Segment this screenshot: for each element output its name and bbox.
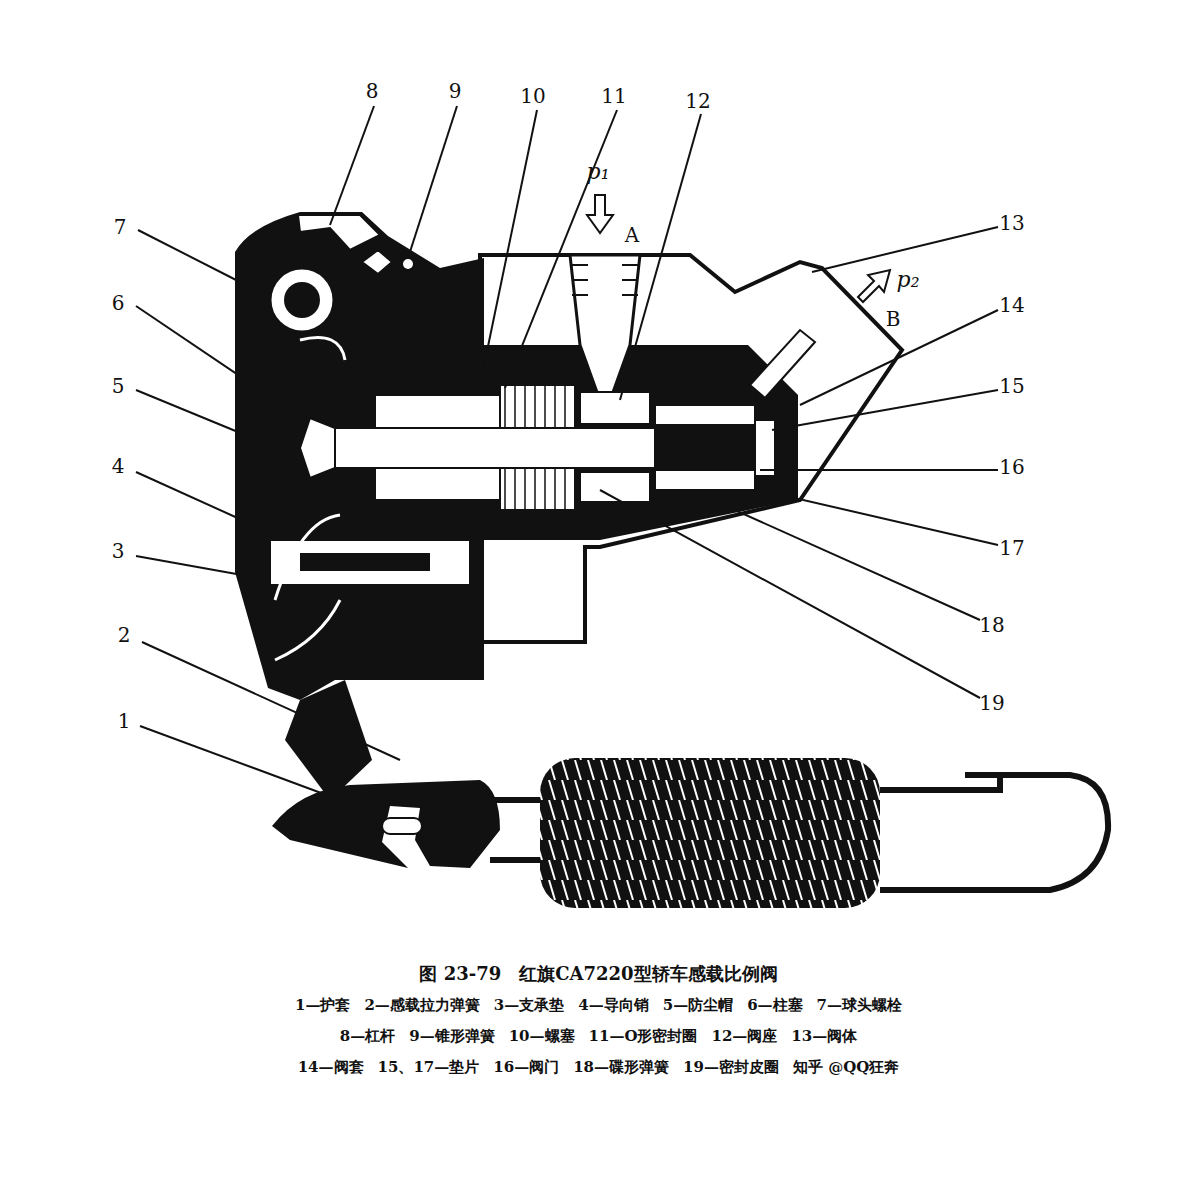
- callout-number: 2: [118, 624, 131, 646]
- callout-number: 12: [685, 90, 710, 112]
- housing-part: [362, 250, 392, 274]
- leader-lines-part: [142, 642, 400, 760]
- callout-number: 15: [999, 375, 1024, 397]
- callout-number: 19: [979, 692, 1004, 714]
- callout-number: 8: [366, 80, 379, 102]
- part-name: 9—锥形弹簧: [409, 1027, 494, 1046]
- callout-number: 14: [999, 294, 1024, 316]
- callout-number: 4: [112, 455, 125, 477]
- leader-lines-part: [136, 472, 242, 520]
- housing-part: [270, 540, 470, 585]
- callout-number: 7: [114, 216, 127, 238]
- plunger-assembly-part: [300, 418, 335, 478]
- plunger-assembly: [300, 385, 775, 510]
- valve-body-part: [750, 330, 815, 398]
- part-name: 14—阀套: [298, 1058, 364, 1077]
- callout-number: 10: [520, 85, 545, 107]
- part-name: 6—柱塞: [747, 996, 802, 1015]
- part-name: 18—碟形弹簧: [573, 1058, 669, 1077]
- load-spring-part: [880, 775, 1108, 890]
- leader-lines-part: [505, 110, 617, 388]
- callout-number: A: [625, 224, 639, 246]
- parts-list-row: 1—护套 2—感载拉力弹簧 3—支承垫 4—导向销 5—防尘帽 6—柱塞 7—球头螺栓: [0, 996, 1197, 1015]
- callout-number: 3: [112, 540, 125, 562]
- load-spring-part: [285, 680, 372, 800]
- plunger-assembly-part: [335, 428, 655, 468]
- valve-body-part: [572, 265, 638, 295]
- part-name: 4—导向销: [578, 996, 648, 1015]
- parts-list-row: 8—杠杆 9—锥形弹簧 10—螺塞 11—O形密封圈 12—阀座 13—阀体: [0, 1027, 1197, 1046]
- leader-lines-part: [136, 306, 290, 410]
- callout-number: 9: [449, 80, 462, 102]
- part-name: 11—O形密封圈: [589, 1027, 698, 1046]
- leader-lines-part: [140, 726, 340, 800]
- part-name: 2—感载拉力弹簧: [364, 996, 479, 1015]
- housing-part: [300, 553, 430, 571]
- callout-number: 6: [112, 292, 125, 314]
- part-name: 7—球头螺栓: [817, 996, 902, 1015]
- plunger-assembly-part: [580, 392, 650, 424]
- part-name: 12—阀座: [711, 1027, 777, 1046]
- leader-lines-part: [138, 230, 240, 282]
- leader-lines-part: [620, 114, 701, 400]
- parts-list-row: 14—阀套 15、17—垫片 16—阀门 18—碟形弹簧 19—密封皮圈知乎 @QQ狂奔: [0, 1058, 1197, 1077]
- callout-number: 18: [979, 614, 1004, 636]
- housing-part: [270, 268, 334, 332]
- leader-lines-part: [600, 490, 980, 698]
- leader-lines-part: [480, 110, 537, 385]
- part-name: 3—支承垫: [494, 996, 564, 1015]
- leader-lines-part: [690, 490, 980, 620]
- housing-part: [275, 515, 340, 660]
- plunger-assembly-part: [655, 405, 755, 425]
- leader-lines: [136, 106, 998, 800]
- pressure-label: p₁: [587, 160, 610, 184]
- callout-number: 16: [999, 456, 1024, 478]
- callout-number: 1: [118, 710, 131, 732]
- housing-part: [402, 258, 414, 270]
- load-spring-part: [382, 818, 422, 834]
- flow-arrows: [587, 195, 890, 302]
- part-name: 16—阀门: [493, 1058, 559, 1077]
- flow-arrows-part: [587, 195, 613, 233]
- callout-number: 13: [999, 212, 1024, 234]
- figure-caption: 图 23-79 红旗CA7220型轿车感载比例阀: [0, 962, 1197, 986]
- plunger-assembly-part: [655, 470, 755, 490]
- leader-lines-part: [136, 556, 242, 575]
- load-spring-part: [490, 800, 540, 860]
- leader-lines-part: [330, 106, 374, 225]
- load-spring-part: [540, 758, 880, 908]
- housing-part: [300, 338, 345, 361]
- leader-lines-part: [760, 469, 998, 471]
- callout-number: 11: [601, 85, 626, 107]
- part-name: 知乎 @QQ狂奔: [793, 1058, 899, 1077]
- load-spring: [272, 680, 1108, 908]
- leader-lines-part: [772, 390, 998, 430]
- housing-part: [284, 282, 320, 318]
- housing-part: [298, 215, 380, 250]
- callout-number: 5: [112, 375, 125, 397]
- leader-lines-part: [136, 390, 238, 432]
- part-name: 5—防尘帽: [663, 996, 733, 1015]
- part-name: 15、17—垫片: [378, 1058, 480, 1077]
- part-name: 19—密封皮圈: [683, 1058, 779, 1077]
- pressure-label: p₂: [897, 268, 920, 292]
- part-name: 8—杠杆: [340, 1027, 395, 1046]
- leader-lines-part: [408, 106, 457, 258]
- part-name: 10—螺塞: [509, 1027, 575, 1046]
- callout-number: B: [886, 308, 901, 330]
- part-name: 1—护套: [295, 996, 350, 1015]
- part-name: 13—阀体: [791, 1027, 857, 1046]
- flow-arrows-part: [858, 270, 890, 302]
- callout-number: 17: [999, 537, 1024, 559]
- valve-body-part: [570, 255, 640, 395]
- leader-lines-part: [812, 227, 998, 272]
- load-spring-part: [272, 780, 500, 868]
- plunger-assembly-part: [755, 420, 775, 476]
